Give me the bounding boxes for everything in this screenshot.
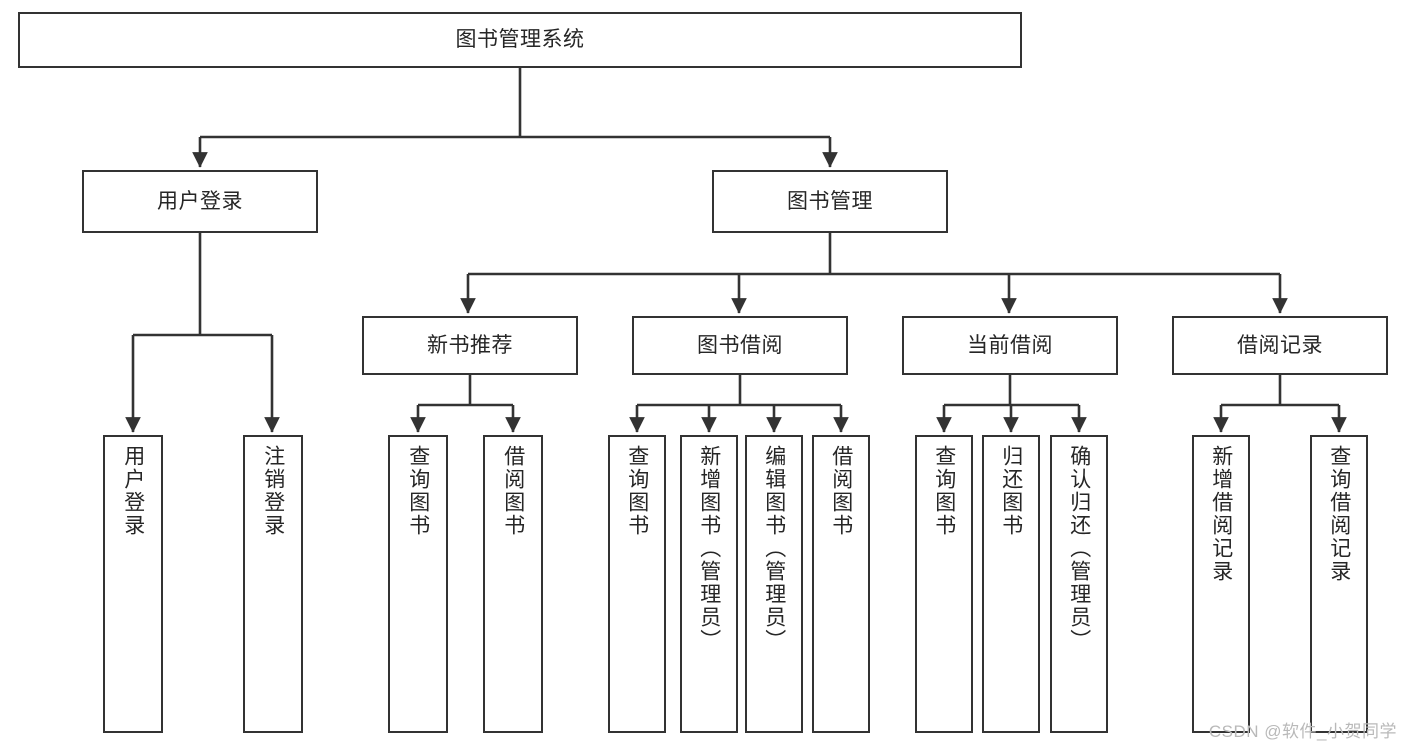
node-leaf-edit-book[interactable]: 编辑图书（管理员） (745, 435, 803, 733)
node-book-borrow-label: 图书借阅 (697, 333, 783, 357)
node-leaf-edit-book-label: 编辑图书（管理员） (762, 445, 786, 652)
node-leaf-add-record-label: 新增借阅记录 (1209, 445, 1233, 583)
node-leaf-confirm-return-label: 确认归还（管理员） (1067, 445, 1091, 652)
node-leaf-query-book-1[interactable]: 查询图书 (388, 435, 448, 733)
node-borrow-record[interactable]: 借阅记录 (1172, 316, 1388, 375)
node-book-manage[interactable]: 图书管理 (712, 170, 948, 233)
watermark-text: CSDN @软件_小贺同学 (1208, 722, 1397, 741)
node-leaf-add-book-label: 新增图书（管理员） (697, 445, 721, 652)
node-leaf-query-book-3[interactable]: 查询图书 (915, 435, 973, 733)
node-leaf-query-record-label: 查询借阅记录 (1327, 445, 1351, 583)
node-root[interactable]: 图书管理系统 (18, 12, 1022, 68)
node-new-book-rec-label: 新书推荐 (427, 333, 513, 357)
node-leaf-query-record[interactable]: 查询借阅记录 (1310, 435, 1368, 733)
node-user-login[interactable]: 用户登录 (82, 170, 318, 233)
node-leaf-query-book-3-label: 查询图书 (932, 445, 956, 537)
node-leaf-user-logout[interactable]: 注销登录 (243, 435, 303, 733)
node-root-label: 图书管理系统 (455, 28, 585, 52)
node-user-login-label: 用户登录 (157, 189, 243, 213)
node-leaf-borrow-book-1[interactable]: 借阅图书 (483, 435, 543, 733)
node-leaf-borrow-book-2-label: 借阅图书 (829, 445, 853, 537)
node-current-borrow[interactable]: 当前借阅 (902, 316, 1118, 375)
node-leaf-borrow-book-1-label: 借阅图书 (501, 445, 525, 537)
node-book-borrow[interactable]: 图书借阅 (632, 316, 848, 375)
node-current-borrow-label: 当前借阅 (967, 333, 1053, 357)
node-leaf-query-book-2-label: 查询图书 (625, 445, 649, 537)
node-leaf-return-book-label: 归还图书 (999, 445, 1023, 537)
node-leaf-user-logout-label: 注销登录 (261, 445, 285, 537)
node-leaf-borrow-book-2[interactable]: 借阅图书 (812, 435, 870, 733)
node-leaf-user-login[interactable]: 用户登录 (103, 435, 163, 733)
node-leaf-add-record[interactable]: 新增借阅记录 (1192, 435, 1250, 733)
node-leaf-user-login-label: 用户登录 (121, 445, 145, 537)
node-leaf-query-book-2[interactable]: 查询图书 (608, 435, 666, 733)
node-leaf-confirm-return[interactable]: 确认归还（管理员） (1050, 435, 1108, 733)
node-new-book-rec[interactable]: 新书推荐 (362, 316, 578, 375)
node-leaf-add-book[interactable]: 新增图书（管理员） (680, 435, 738, 733)
node-leaf-query-book-1-label: 查询图书 (406, 445, 430, 537)
node-leaf-return-book[interactable]: 归还图书 (982, 435, 1040, 733)
node-book-manage-label: 图书管理 (787, 189, 873, 213)
node-borrow-record-label: 借阅记录 (1237, 333, 1323, 357)
